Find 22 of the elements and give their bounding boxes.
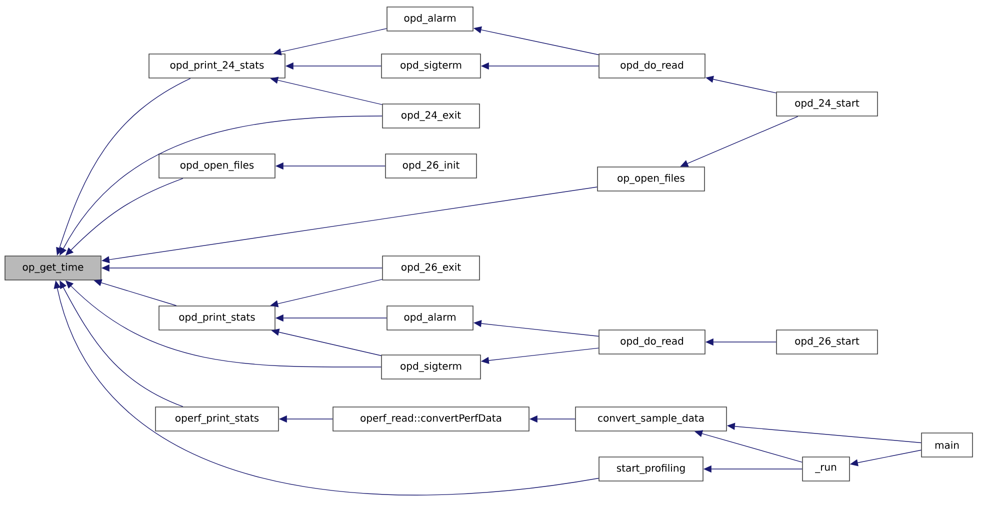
function-box: opd_sigterm (381, 54, 481, 78)
function-box: opd_alarm (386, 306, 474, 330)
function-box: opd_24_start (776, 92, 878, 116)
function-box: _run (802, 456, 850, 482)
function-box: opd_24_exit (382, 104, 480, 128)
function-box: opd_do_read (598, 330, 706, 354)
function-box: opd_do_read (598, 54, 706, 78)
function-box: opd_open_files (158, 154, 276, 178)
function-box: main (921, 432, 973, 458)
function-box: opd_26_start (776, 330, 878, 354)
function-box: opd_26_exit (382, 256, 480, 280)
function-box: opd_26_init (385, 154, 477, 178)
function-box: opd_print_24_stats (148, 54, 286, 78)
function-box: opd_alarm (386, 6, 474, 32)
function-box: opd_print_stats (158, 306, 276, 330)
function-box: op_get_time (4, 256, 102, 280)
function-box: convert_sample_data (575, 406, 727, 432)
function-box: operf_print_stats (155, 406, 279, 432)
function-box: operf_read::convertPerfData (332, 406, 530, 432)
function-box: op_open_files (597, 166, 705, 192)
function-box: opd_sigterm (381, 354, 481, 380)
function-box: start_profiling (598, 456, 704, 482)
